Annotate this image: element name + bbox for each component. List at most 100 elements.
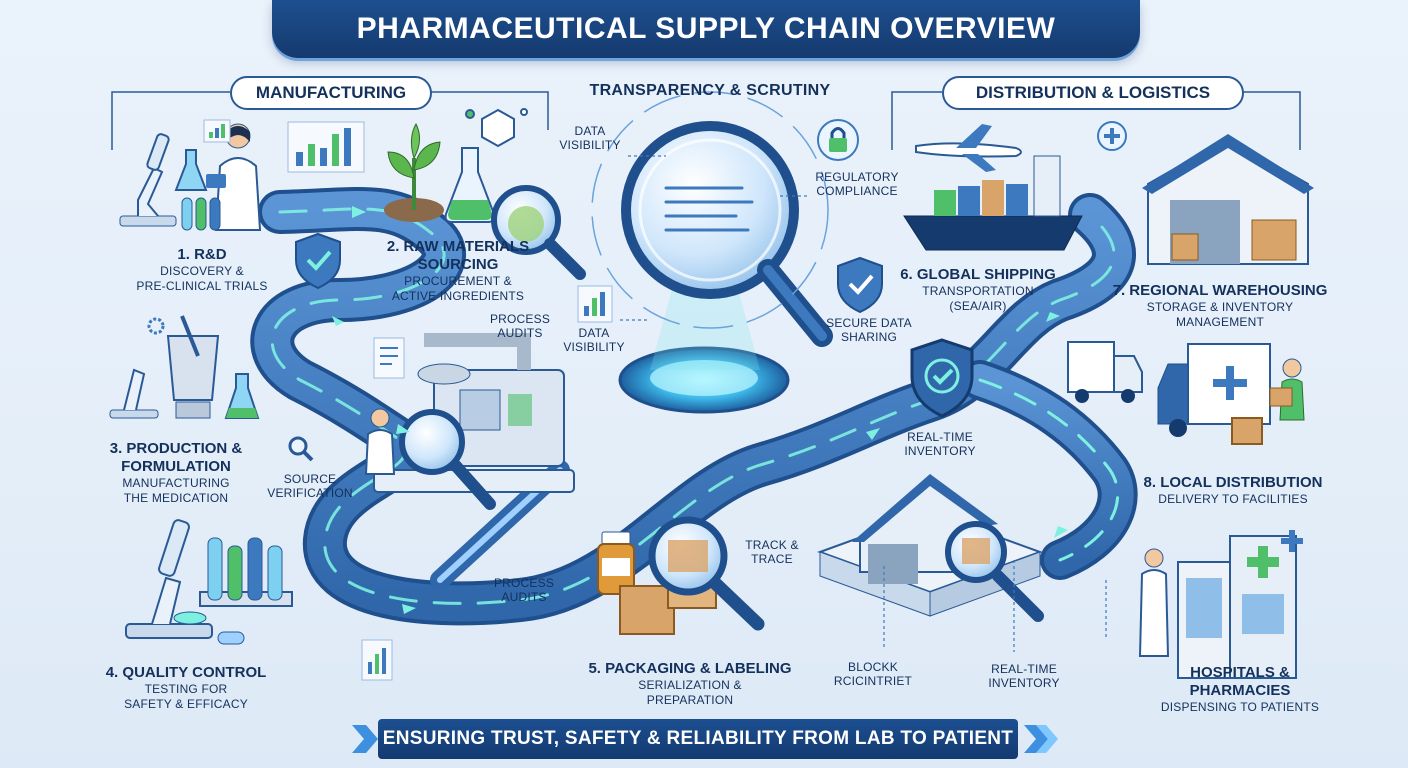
scientist-icon (206, 123, 262, 231)
footer-banner: ENSURING TRUST, SAFETY & RELIABILITY FRO… (352, 719, 1058, 759)
label-secure-data-sharing: SECURE DATA SHARING (826, 316, 912, 344)
inventory-warehouse-icon (817, 474, 1043, 617)
label-real-time-inventory-bottom: REAL-TIME INVENTORY (988, 662, 1060, 690)
bar-chart-icon (287, 121, 365, 173)
worker-icon (364, 408, 396, 475)
connector-lines (620, 155, 1107, 652)
step-1-sub-1: DISCOVERY & (160, 264, 244, 278)
section-transparency: TRANSPARENCY & SCRUTINY (589, 82, 831, 99)
airplane-icon (915, 124, 1022, 172)
document-icon (373, 337, 405, 379)
microscope-icon-production (109, 368, 159, 419)
section-brackets (111, 91, 1301, 150)
plant-icon (384, 122, 444, 222)
label-process-audits-top: PROCESS AUDITS (489, 312, 551, 340)
step-4-heading: 4. QUALITY CONTROL (105, 664, 267, 681)
step-2-sub-2: ACTIVE INGREDIENTS (391, 289, 525, 303)
shield-check-icon-large (910, 338, 974, 418)
step-3-sub-2: THE MEDICATION (123, 491, 229, 505)
hospital-icon (1177, 535, 1297, 679)
step-4: 4. QUALITY CONTROL TESTING FOR SAFETY & … (96, 664, 276, 712)
step-6: 6. GLOBAL SHIPPING TRANSPORTATION (SEA/A… (888, 266, 1068, 314)
label-data-visibility-top: DATA VISIBILITY (559, 124, 621, 152)
step-2-sub-1: PROCUREMENT & (404, 274, 512, 288)
test-tube-rack-icon (199, 537, 293, 607)
step-5-sub-2: PREPARATION (646, 693, 734, 707)
step-8-heading: 8. LOCAL DISTRIBUTION (1143, 474, 1323, 491)
step-3: 3. PRODUCTION & FORMULATION MANUFACTURIN… (96, 440, 256, 506)
beaker-icon (444, 147, 496, 223)
step-hospitals-heading: HOSPITALS & PHARMACIES (1189, 664, 1291, 699)
magnifier-icon-production (399, 409, 496, 510)
qc-chart-icon (361, 639, 393, 681)
label-process-audits-bottom: PROCESS AUDITS (493, 576, 555, 604)
step-4-sub-2: SAFETY & EFFICACY (124, 697, 248, 711)
magnifier-icon-packaging (648, 516, 765, 631)
gear-icon (147, 317, 165, 335)
mixer-icon (166, 315, 220, 419)
delivery-truck-icon (1157, 343, 1271, 437)
flask-icon-production (224, 373, 260, 419)
microscope-icon (119, 133, 177, 227)
step-hospitals: HOSPITALS & PHARMACIES DISPENSING TO PAT… (1140, 664, 1340, 715)
data-chart-icon (577, 285, 613, 323)
step-1-heading: 1. R&D (177, 246, 227, 263)
step-3-sub-1: MANUFACTURING (122, 476, 230, 490)
title-banner: PHARMACEUTICAL SUPPLY CHAIN OVERVIEW (272, 0, 1140, 58)
step-4-sub-1: TESTING FOR (144, 682, 228, 696)
label-regulatory-compliance: REGULATORY COMPLIANCE (815, 170, 899, 198)
parcel-icon (1231, 417, 1263, 445)
step-5-heading: 5. PACKAGING & LABELING (588, 660, 792, 677)
lock-icon (817, 119, 859, 161)
step-2-heading: 2. RAW MATERIALS SOURCING (386, 238, 530, 273)
step-1: 1. R&D DISCOVERY & PRE-CLINICAL TRIALS (122, 246, 282, 294)
step-6-heading: 6. GLOBAL SHIPPING (900, 266, 1056, 283)
footer-inner: ENSURING TRUST, SAFETY & RELIABILITY FRO… (378, 719, 1018, 759)
label-data-visibility-mid: DATA VISIBILITY (563, 326, 625, 354)
pill-icon (217, 631, 245, 645)
small-chart-icon (203, 119, 231, 143)
step-7-sub-2: MANAGEMENT (1175, 315, 1264, 329)
delivery-van-icon (1067, 341, 1143, 403)
section-manufacturing-label: MANUFACTURING (255, 83, 407, 102)
label-blockchain: BLOCKK RCICINTRIET (833, 660, 913, 688)
step-5: 5. PACKAGING & LABELING SERIALIZATION & … (580, 660, 800, 708)
label-source-verification: SOURCE VERIFICATION (267, 472, 353, 500)
medicine-bottle-icon (597, 531, 635, 595)
cargo-ship-icon (903, 155, 1083, 251)
step-5-sub-1: SERIALIZATION & (638, 678, 742, 692)
step-6-sub-2: (SEA/AIR) (949, 299, 1007, 313)
step-8: 8. LOCAL DISTRIBUTION DELIVERY TO FACILI… (1122, 474, 1344, 507)
magnifier-icon-inventory (945, 521, 1044, 622)
page-title: PHARMACEUTICAL SUPPLY CHAIN OVERVIEW (356, 12, 1056, 45)
courier-icon (1269, 358, 1305, 421)
chevron-right-icon (1024, 725, 1058, 753)
shield-check-icon (295, 232, 341, 290)
pharmacist-icon (1138, 548, 1170, 657)
step-2: 2. RAW MATERIALS SOURCING PROCUREMENT & … (374, 238, 542, 304)
section-manufacturing: MANUFACTURING (230, 76, 432, 110)
microscope-icon-qc (125, 519, 213, 639)
step-7-heading: 7. REGIONAL WAREHOUSING (1112, 282, 1328, 299)
magnifier-icon-raw (491, 185, 586, 280)
step-8-sub-1: DELIVERY TO FACILITIES (1158, 492, 1308, 506)
flow-arrows (332, 206, 1068, 614)
shield-check-icon-secure (837, 256, 883, 314)
label-track-trace: TRACK & TRACE (745, 538, 799, 566)
step-3-heading: 3. PRODUCTION & FORMULATION (109, 440, 243, 475)
molecule-icon (465, 108, 528, 148)
label-real-time-inventory-mid: REAL-TIME INVENTORY (904, 430, 976, 458)
warehouse-icon (1142, 134, 1314, 265)
central-magnifier-icon (591, 91, 833, 414)
test-tubes-icon (181, 197, 221, 231)
flask-icon (174, 149, 208, 191)
section-distribution: DISTRIBUTION & LOGISTICS (942, 76, 1244, 110)
medical-cross-icon-hospital (1281, 530, 1303, 552)
search-icon-source (288, 436, 314, 462)
step-7-sub-1: STORAGE & INVENTORY (1146, 300, 1294, 314)
step-6-sub-1: TRANSPORTATION (922, 284, 1034, 298)
production-machine-icon (373, 333, 575, 493)
footer-text: ENSURING TRUST, SAFETY & RELIABILITY FRO… (382, 728, 1014, 749)
chevron-left-icon (352, 725, 378, 753)
